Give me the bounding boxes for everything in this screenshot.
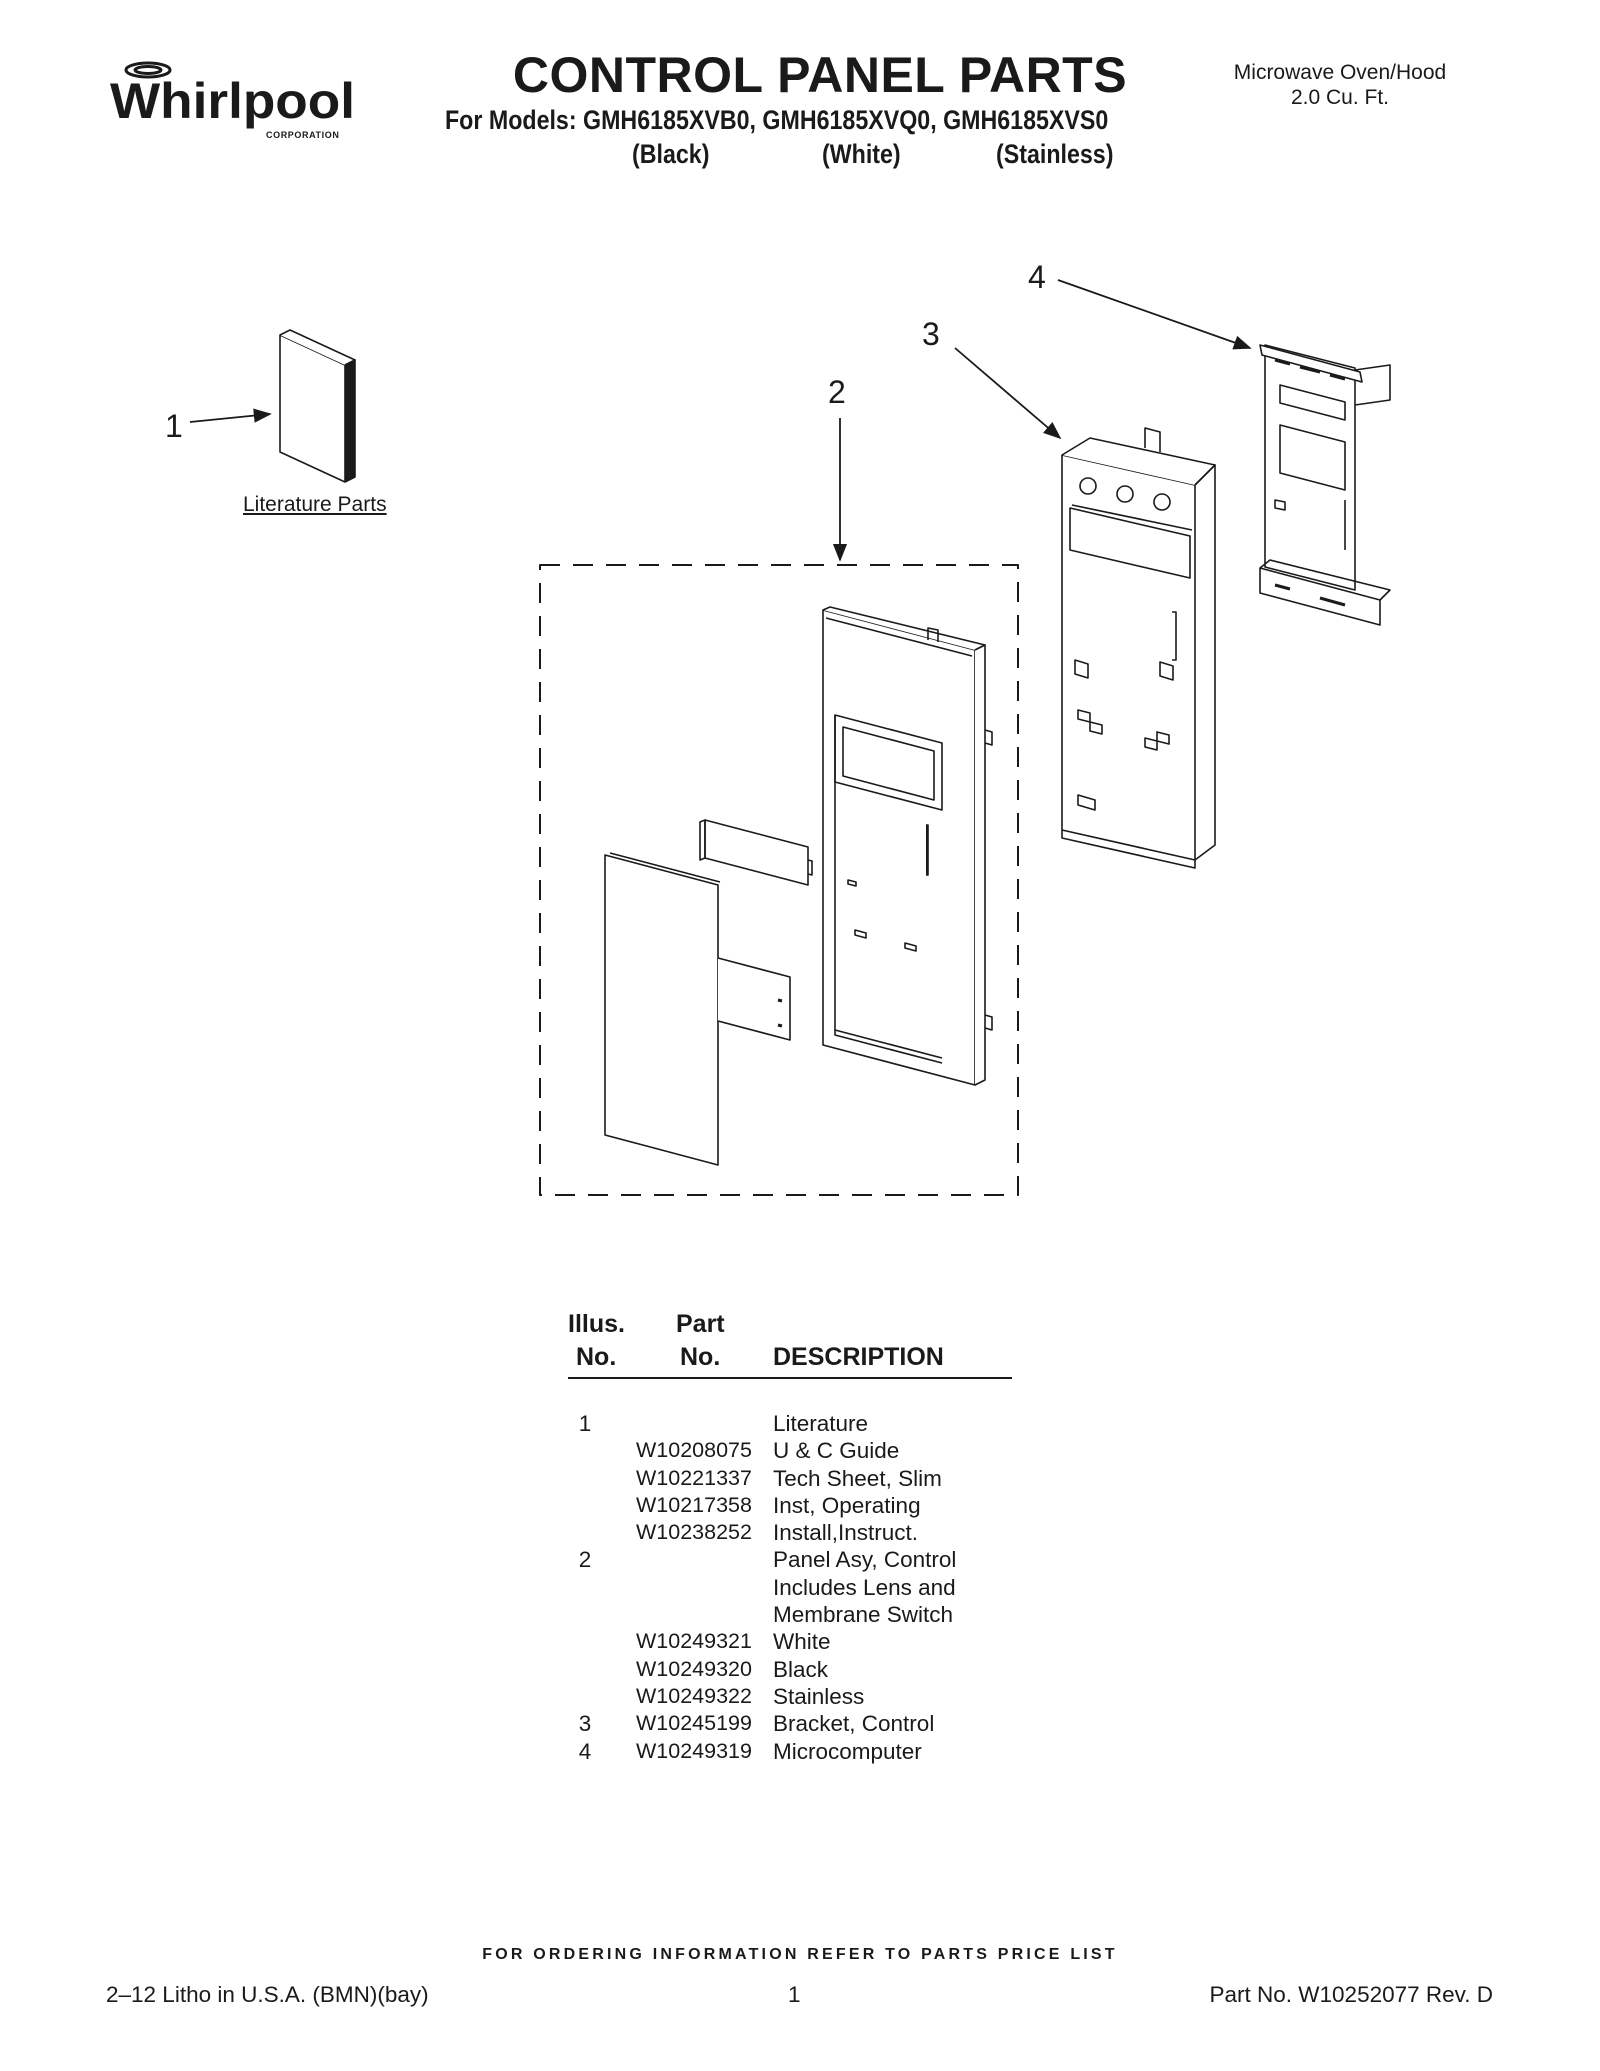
color-stainless: (Stainless)	[996, 139, 1114, 169]
product-capacity: 2.0 Cu. Ft.	[1290, 86, 1390, 109]
membrane-switch	[604, 852, 791, 1166]
brand-subtitle: CORPORATION	[266, 130, 339, 140]
part-description: Membrane Switch	[773, 1602, 954, 1628]
header-no: No.	[576, 1343, 617, 1371]
part-description: Microcomputer	[773, 1738, 922, 1764]
whirlpool-logo: Whirlpool CORPORATION	[110, 61, 355, 140]
part-description: Black	[773, 1656, 829, 1682]
part-no: W10249320	[636, 1656, 752, 1681]
illus-no: 4	[578, 1738, 592, 1764]
panel-assembly-box	[539, 564, 1019, 1196]
table-row: W10249321 White	[560, 1628, 1160, 1655]
part-description: Includes Lens and	[773, 1574, 956, 1600]
callout-3: 3	[922, 316, 940, 352]
table-row: 1 Literature	[560, 1410, 1160, 1437]
models-line: For Models: GMH6185XVB0, GMH6185XVQ0, GM…	[445, 105, 1109, 135]
part-no: W10238252	[636, 1520, 752, 1545]
color-black: (Black)	[632, 139, 710, 169]
product-type: Microwave Oven/Hood	[1233, 61, 1447, 84]
swirl-icon	[124, 61, 172, 79]
table-row: W10217358 Inst, Operating	[560, 1492, 1160, 1519]
literature-parts-label: Literature Parts	[243, 493, 387, 516]
part-description: Inst, Operating	[773, 1492, 921, 1518]
table-row: W10221337 Tech Sheet, Slim	[560, 1465, 1160, 1492]
callout-1: 1	[165, 408, 183, 444]
document-part-number: Part No. W10252077 Rev. D	[1209, 1982, 1493, 2007]
part-description: Stainless	[773, 1683, 865, 1709]
table-row: W10208075 U & C Guide	[560, 1437, 1160, 1464]
part-description: Bracket, Control	[773, 1711, 935, 1737]
table-row: W10249320 Black	[560, 1656, 1160, 1683]
control-panel	[822, 606, 993, 1086]
header-description: DESCRIPTION	[773, 1343, 944, 1371]
table-row: 4 W10249319 Microcomputer	[560, 1738, 1160, 1765]
part-no: W10208075	[636, 1438, 752, 1463]
part-no: W10249321	[636, 1629, 752, 1654]
illus-no: 1	[578, 1411, 592, 1436]
display-lens	[699, 819, 813, 886]
product-description: Microwave Oven/Hood 2.0 Cu. Ft.	[1190, 60, 1490, 110]
part-description: Literature	[773, 1411, 869, 1436]
table-row: 2 Panel Asy, Control	[560, 1546, 1160, 1573]
model-colors: (Black) (White) (Stainless)	[0, 139, 1600, 173]
table-row: W10238252 Install,Instruct.	[560, 1519, 1160, 1546]
microcomputer-board	[1259, 344, 1391, 626]
header-part-no: No.	[680, 1343, 721, 1371]
table-header-row-1: Illus. Part	[568, 1310, 725, 1339]
part-no: W10221337	[636, 1465, 752, 1490]
part-no: W10217358	[636, 1492, 752, 1517]
part-description: Install,Instruct.	[773, 1520, 919, 1546]
exploded-parts-diagram: 1 2 3 4	[165, 259, 1391, 1196]
page-title: CONTROL PANEL PARTS	[512, 47, 1128, 103]
table-row: W10249322 Stainless	[560, 1683, 1160, 1710]
table-row: Membrane Switch	[560, 1601, 1160, 1628]
table-row: 3 W10245199 Bracket, Control	[560, 1710, 1160, 1737]
control-bracket	[1061, 427, 1216, 869]
table-row: Includes Lens and	[560, 1574, 1160, 1601]
color-white: (White)	[822, 139, 901, 169]
callout-2: 2	[828, 374, 846, 410]
callout-leaders	[189, 279, 1252, 562]
page-number: 1	[788, 1982, 801, 2007]
part-no: W10249319	[636, 1738, 752, 1763]
illus-no: 2	[578, 1547, 592, 1573]
part-description: Panel Asy, Control	[773, 1547, 957, 1573]
part-description: White	[773, 1629, 831, 1655]
part-no: W10249322	[636, 1683, 752, 1708]
callout-4: 4	[1028, 259, 1046, 295]
literature-booklet	[279, 329, 356, 483]
illus-no: 3	[578, 1711, 592, 1737]
ordering-notice: FOR ORDERING INFORMATION REFER TO PARTS …	[482, 1946, 1118, 1963]
part-description: U & C Guide	[773, 1438, 900, 1464]
part-description: Tech Sheet, Slim	[773, 1465, 942, 1491]
header-illus: Illus.	[568, 1310, 625, 1338]
table-header-rule	[568, 1377, 1012, 1379]
litho-info: 2–12 Litho in U.S.A. (BMN)(bay)	[106, 1982, 429, 2007]
brand-wordmark: Whirlpool	[110, 73, 355, 129]
header-part: Part	[676, 1310, 725, 1338]
part-no: W10245199	[636, 1711, 752, 1736]
